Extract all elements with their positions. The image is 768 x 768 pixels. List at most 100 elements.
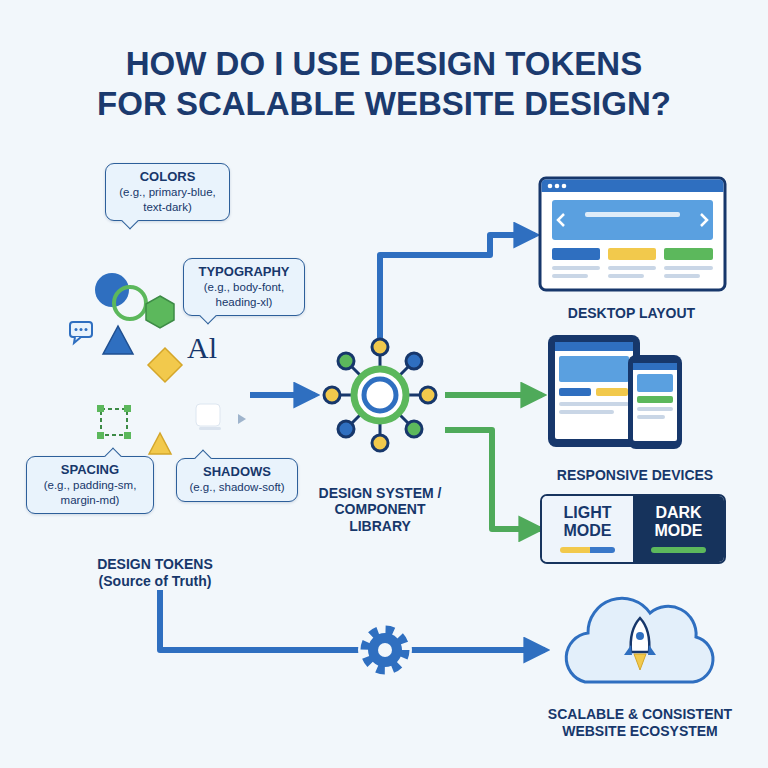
responsive-devices-icon-part (559, 356, 629, 382)
responsive-devices-icon (548, 335, 682, 449)
desktop-browser-icon-part (608, 248, 656, 260)
token-callout: COLORS(e.g., primary-blue, text-dark) (105, 163, 230, 221)
desktop-browser-icon-part (608, 266, 656, 270)
callout-heading: SPACING (34, 462, 146, 478)
callout-body: (e.g., body-font, heading-xl) (191, 280, 297, 309)
token-shapes-part (75, 328, 78, 331)
typography-glyph: Al (187, 333, 217, 363)
token-shapes-part (70, 322, 92, 337)
cloud-rocket-icon-part (636, 632, 644, 640)
desktop-browser-icon-part (552, 266, 600, 270)
responsive-devices-icon-part (559, 402, 629, 406)
desktop-browser-icon-part (664, 248, 713, 260)
hub-node: DESIGN SYSTEM / COMPONENT LIBRARY (315, 338, 445, 535)
token-shapes-part (146, 296, 174, 328)
token-callout: SPACING(e.g., padding-sm, margin-md) (26, 456, 154, 514)
desktop-browser-icon-part (552, 200, 713, 240)
responsive-devices-icon-part (637, 415, 665, 419)
token-shapes-part (101, 409, 127, 435)
cloud-rocket-icon-part (631, 618, 650, 652)
gear-icon-part (378, 643, 392, 657)
callout-body: (e.g., padding-sm, margin-md) (34, 478, 146, 507)
component-hub-icon-part (338, 421, 354, 437)
token-callout: SHADOWS(e.g., shadow-soft) (176, 458, 298, 502)
responsive-devices-icon-part (555, 342, 633, 351)
token-shapes-part (148, 348, 182, 382)
component-hub-icon-part (420, 387, 436, 403)
token-shapes-part (124, 405, 131, 412)
output-node: RESPONSIVE DEVICES (542, 330, 728, 484)
flow-arrow (445, 430, 540, 529)
token-shapes-part (124, 432, 131, 439)
responsive-devices-icon-part (555, 342, 633, 439)
mode-bar (651, 547, 706, 553)
token-shapes-part (103, 326, 133, 354)
callout-body: (e.g., primary-blue, text-dark) (113, 185, 222, 214)
cloud-rocket-icon-part (634, 654, 646, 670)
output-node: DESKTOP LAYOUT (535, 172, 728, 322)
flow-arrow (445, 392, 542, 398)
responsive-devices-icon-part (559, 410, 614, 414)
component-hub-icon (324, 339, 436, 451)
flow-arrow (160, 590, 545, 650)
token-source-group: DESIGN TOKENS (Source of Truth) (60, 265, 250, 590)
responsive-devices-icon-part (637, 396, 673, 403)
gear-icon (358, 623, 412, 677)
node-label: DESIGN SYSTEM / COMPONENT LIBRARY (315, 485, 445, 535)
callout-heading: TYPOGRAPHY (191, 264, 297, 280)
desktop-browser-icon-part (585, 212, 680, 217)
desktop-browser-icon (540, 178, 725, 290)
component-hub-icon-part (354, 369, 406, 421)
page-title: HOW DO I USE DESIGN TOKENS FOR SCALABLE … (34, 44, 734, 125)
desktop-browser-icon-part (664, 266, 713, 270)
callout-body: (e.g., shadow-soft) (184, 480, 290, 494)
desktop-browser-icon-part (542, 180, 724, 193)
result-node: SCALABLE & CONSISTENT WEBSITE ECOSYSTEM (545, 590, 735, 740)
component-hub-icon-part (372, 339, 388, 355)
token-shapes-part (199, 427, 221, 430)
desktop-browser-icon-part (552, 248, 600, 260)
mode-label: DARK MODE (639, 504, 718, 541)
desktop-browser-icon-part (562, 184, 567, 189)
theme-toggle: LIGHT MODEDARK MODE (540, 494, 726, 564)
light-panel: LIGHT MODE (542, 496, 633, 562)
token-shapes-part (74, 337, 81, 343)
component-hub-icon-part (338, 353, 354, 369)
component-hub-icon-part (364, 379, 396, 411)
callout-heading: SHADOWS (184, 464, 290, 480)
cloud-rocket-icon-part (566, 598, 713, 682)
desktop-browser-icon-part (558, 214, 564, 226)
token-callout: TYPOGRAPHY(e.g., body-font, heading-xl) (183, 258, 305, 316)
dark-panel: DARK MODE (633, 496, 724, 562)
gear-icon-part (365, 630, 405, 670)
mode-bar (560, 547, 615, 553)
desktop-browser-icon-part (608, 274, 644, 278)
desktop-browser-icon-part (540, 178, 725, 290)
responsive-devices-icon-part (633, 363, 677, 441)
flow-arrow (380, 235, 535, 338)
component-hub-icon-part (372, 435, 388, 451)
token-shapes-part (149, 433, 171, 454)
node-label: DESIGN TOKENS (Source of Truth) (80, 556, 230, 590)
flow-arrow (250, 392, 315, 398)
responsive-devices-icon-part (637, 407, 673, 411)
token-shapes-part (80, 328, 83, 331)
desktop-browser-icon-part (664, 274, 700, 278)
desktop-browser-icon-part (548, 184, 553, 189)
node-label: RESPONSIVE DEVICES (542, 467, 728, 484)
token-shapes-part (97, 432, 104, 439)
desktop-browser-icon-part (552, 274, 588, 278)
node-label: DESKTOP LAYOUT (537, 305, 727, 322)
token-shapes-part (114, 287, 146, 319)
token-shapes-part (85, 328, 88, 331)
callout-heading: COLORS (113, 169, 222, 185)
token-shapes-part (238, 414, 246, 424)
component-hub-icon-part (406, 421, 422, 437)
component-hub-icon-part (406, 353, 422, 369)
responsive-devices-icon-part (637, 374, 673, 392)
responsive-devices-icon-part (559, 388, 591, 396)
cloud-rocket-icon (566, 598, 713, 682)
desktop-browser-icon-part (701, 214, 707, 226)
gear-icon-part (368, 633, 402, 667)
